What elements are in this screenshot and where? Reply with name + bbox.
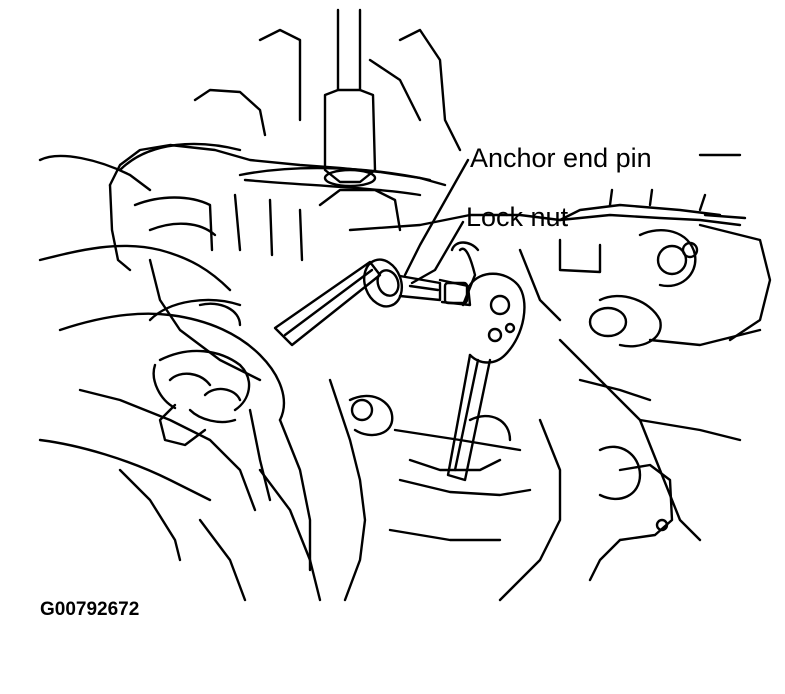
anchor-end-pin-leader — [403, 158, 470, 277]
anchor-end-pin-label: Anchor end pin — [470, 143, 652, 173]
holding-tool — [446, 241, 526, 482]
wrench — [273, 258, 404, 347]
leader-lines — [403, 153, 747, 285]
lock-nut-leader — [410, 220, 465, 285]
transmission-housing — [108, 142, 772, 602]
anchor-end-pin — [398, 274, 472, 307]
output-shaft — [193, 8, 462, 188]
figure-id: G00792672 — [40, 599, 140, 620]
hand-holding-wrench — [38, 154, 322, 602]
lock-nut-label: Lock nut — [466, 202, 569, 232]
